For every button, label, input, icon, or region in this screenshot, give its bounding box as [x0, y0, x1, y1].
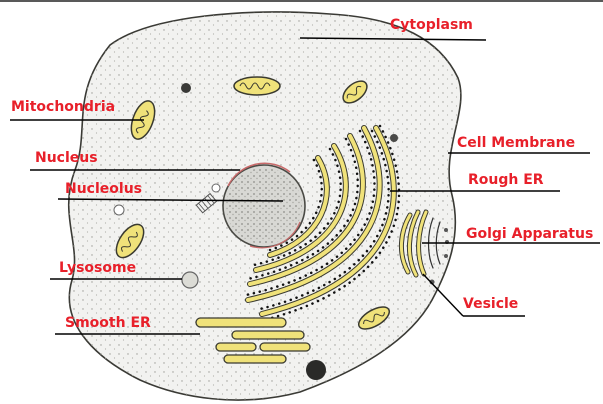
granule [306, 360, 326, 380]
label-cytoplasm: Cytoplasm [390, 17, 473, 33]
small-vesicle [114, 205, 124, 215]
granule [390, 134, 398, 142]
label-rough-er: Rough ER [468, 172, 544, 188]
mitochondrion-top [234, 77, 280, 95]
nucleus [223, 163, 305, 248]
small-vesicle [212, 184, 220, 192]
granule [181, 83, 191, 93]
label-cell-membrane: Cell Membrane [457, 135, 575, 151]
label-lysosome: Lysosome [59, 260, 136, 276]
label-mitochondria: Mitochondria [11, 99, 115, 115]
label-nucleolus: Nucleolus [65, 181, 142, 197]
lysosome [182, 272, 198, 288]
label-smooth-er: Smooth ER [65, 315, 151, 331]
label-vesicle: Vesicle [463, 296, 518, 312]
label-nucleus: Nucleus [35, 150, 98, 166]
label-golgi-apparatus: Golgi Apparatus [466, 226, 593, 242]
